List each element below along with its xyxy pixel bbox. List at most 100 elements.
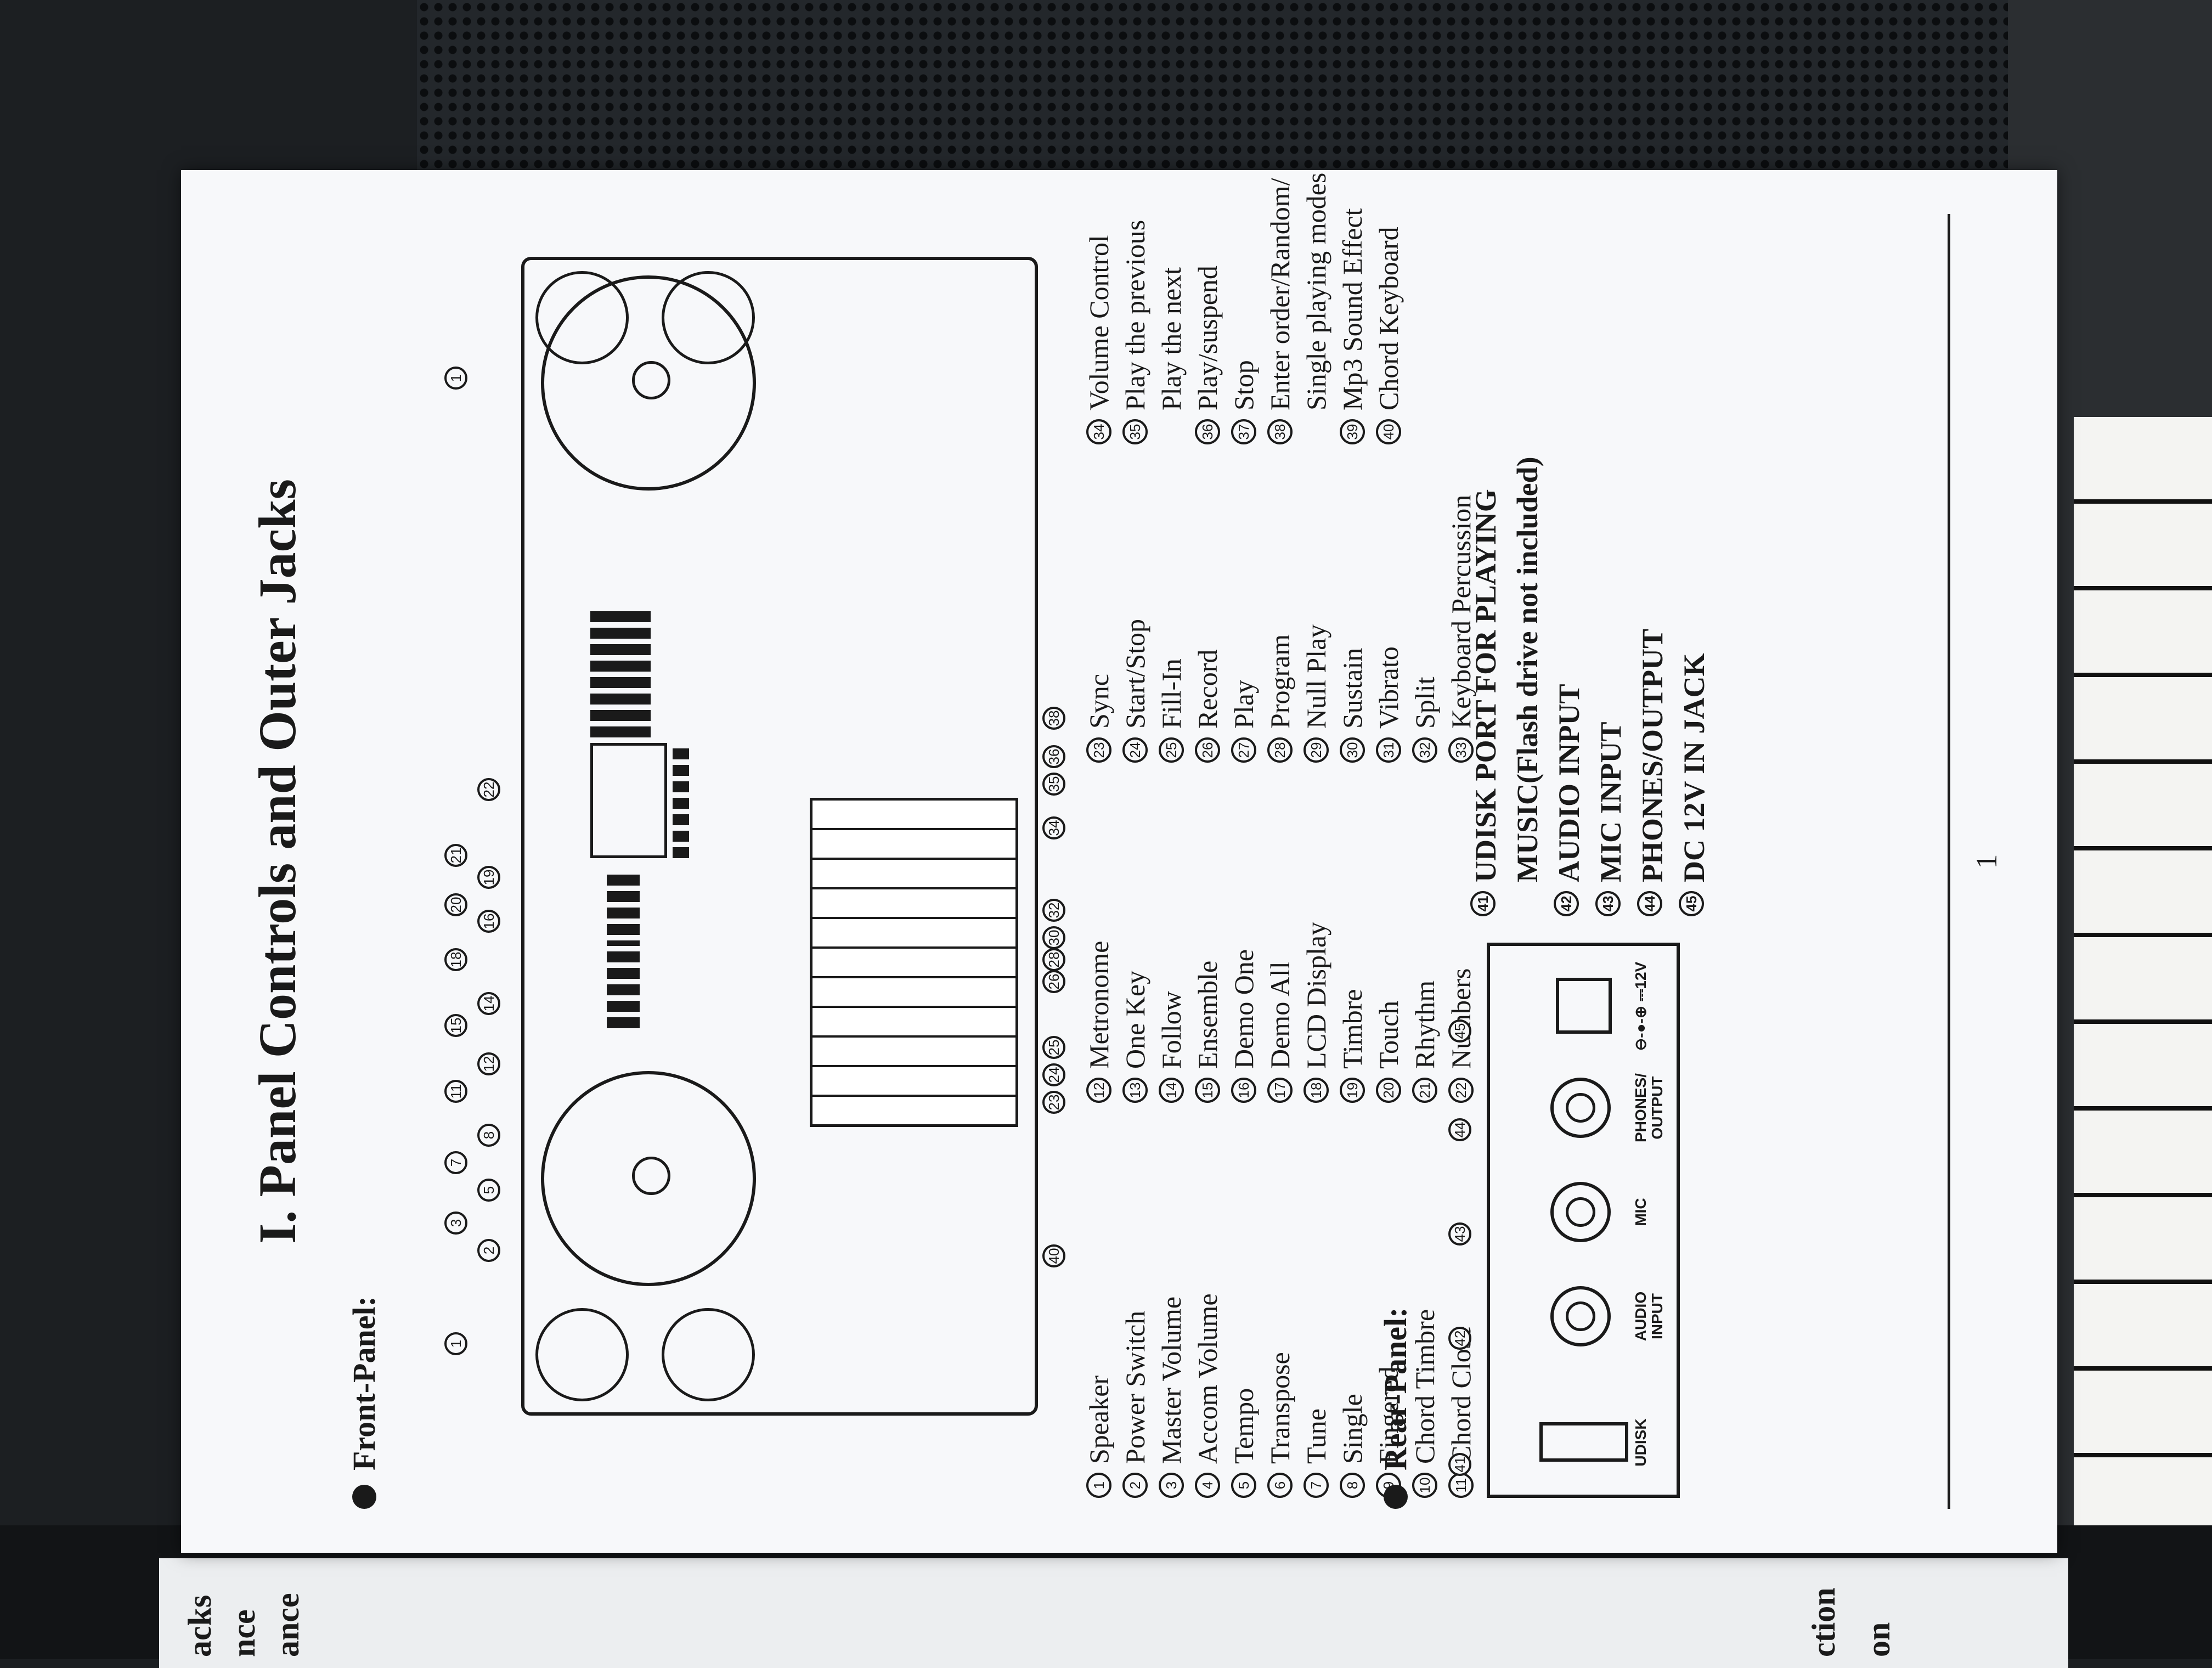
button-grid-icon <box>590 606 651 737</box>
small-speaker-icon <box>535 1308 629 1401</box>
fragment-text: acks <box>182 1594 218 1657</box>
legend-label: Follow <box>1156 991 1187 1069</box>
callout-marker: 42 <box>1448 1327 1471 1350</box>
fragment-text: ction <box>1805 1587 1842 1657</box>
legend-label: Demo One <box>1228 949 1259 1069</box>
callout-number: 32 <box>1412 737 1437 763</box>
callout-number: 22 <box>1448 1078 1474 1103</box>
phones-jack-icon <box>1550 1078 1611 1138</box>
rear-panel-heading: Rear-Panel: <box>1377 1308 1414 1509</box>
callout-marker: 1 <box>444 1332 467 1355</box>
callout-number: 8 <box>1340 1473 1365 1498</box>
legend-item: 25 Fill-In <box>1153 495 1189 763</box>
callout-number: 37 <box>1231 419 1256 444</box>
rear-list-label: MIC INPUT <box>1594 722 1627 883</box>
callout-number: 28 <box>1267 737 1293 763</box>
callout-number: 16 <box>1231 1078 1256 1103</box>
legend-label: Null Play <box>1301 624 1331 729</box>
callout-marker: 12 <box>477 1052 500 1075</box>
callout-number: 30 <box>1340 737 1365 763</box>
legend-label: Power Switch <box>1120 1310 1150 1464</box>
callout-marker: 30 <box>1042 926 1065 949</box>
bullet-icon <box>352 1485 376 1509</box>
legend-label: Start/Stop <box>1120 618 1150 729</box>
fragment-text: ance <box>269 1593 306 1657</box>
callout-marker: 28 <box>1042 948 1065 971</box>
callout-number: 12 <box>1086 1078 1111 1103</box>
callout-number: 5 <box>1231 1473 1256 1498</box>
rear-panel-diagram: UDISK AUDIO INPUT MIC PHONES/ OUTPUT ⊖-●… <box>1487 943 1680 1498</box>
footer-rule <box>1948 214 1950 1509</box>
callout-number: 25 <box>1159 737 1184 763</box>
legend-label-continued: Play the next <box>1156 267 1187 410</box>
legend-label: Play <box>1228 680 1259 729</box>
callout-marker: 5 <box>477 1179 500 1202</box>
speaker-icon <box>541 1071 756 1286</box>
legend-label: Touch <box>1373 1000 1404 1069</box>
callout-marker: 11 <box>444 1080 467 1103</box>
callout-marker: 21 <box>444 844 467 867</box>
legend-item: 12 Metronome <box>1081 922 1117 1103</box>
callout-number: 2 <box>1122 1473 1148 1498</box>
callout-number: 38 <box>1267 419 1293 444</box>
callout-marker: 41 <box>1448 1453 1471 1476</box>
callout-marker: 44 <box>1448 1118 1471 1141</box>
callout-marker: 25 <box>1042 1036 1065 1059</box>
udisk-label: UDISK <box>1632 1418 1649 1467</box>
legend-label: Metronome <box>1084 940 1114 1069</box>
callout-number: 6 <box>1267 1473 1293 1498</box>
callout-marker: 36 <box>1042 745 1065 768</box>
page-title: I. Panel Controls and Outer Jacks <box>248 479 307 1244</box>
small-speaker-icon <box>535 271 629 364</box>
callout-marker: 26 <box>1042 970 1065 993</box>
callout-number: 45 <box>1679 891 1704 916</box>
callout-number: 7 <box>1304 1473 1329 1498</box>
legend-label: Fill-In <box>1156 658 1187 729</box>
keyboard-icon <box>810 798 1018 1127</box>
legend-label: Mp3 Sound Effect <box>1337 208 1368 410</box>
callout-number: 1 <box>1086 1473 1111 1498</box>
callout-marker: 7 <box>444 1151 467 1174</box>
legend-label: Single <box>1337 1394 1368 1464</box>
callout-number: 26 <box>1195 737 1220 763</box>
legend-label: Stop <box>1228 360 1259 410</box>
callout-number: 44 <box>1637 891 1662 916</box>
legend-item: 4 Accom Volume <box>1189 1293 1226 1498</box>
dc-label: ⊖-●-⊕ ⎓12V <box>1632 961 1649 1051</box>
callout-marker: 1 <box>444 367 467 390</box>
audio-input-label: AUDIO INPUT <box>1632 1291 1666 1342</box>
legend-label: Timbre <box>1337 989 1368 1069</box>
callout-marker: 40 <box>1042 1244 1065 1267</box>
legend-item: 7 Tune <box>1298 1293 1334 1498</box>
callout-number: 10 <box>1412 1473 1437 1498</box>
speaker-grille <box>417 0 2085 181</box>
callout-marker: 35 <box>1042 773 1065 796</box>
small-speaker-icon <box>662 271 755 364</box>
callout-marker: 23 <box>1042 1091 1065 1114</box>
legend-label: Tune <box>1301 1408 1331 1464</box>
rear-list-item: 43 MIC INPUT <box>1590 457 1632 916</box>
callout-number: 43 <box>1595 891 1621 916</box>
legend-label: Accom Volume <box>1192 1293 1223 1464</box>
callout-marker: 32 <box>1042 899 1065 922</box>
callout-number: 4 <box>1195 1473 1220 1498</box>
